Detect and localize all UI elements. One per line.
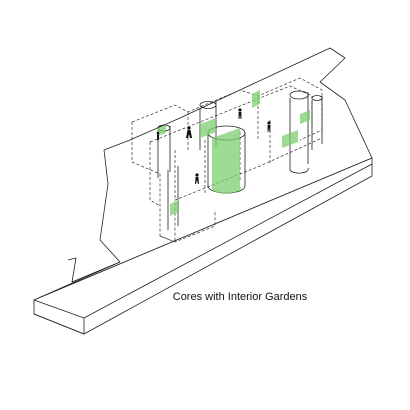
- garden-left-core: [158, 125, 166, 136]
- garden-far-right: [300, 110, 310, 124]
- volume-bottom: [159, 210, 216, 243]
- slab-side-edge: [83, 163, 373, 319]
- volume-cross-1: [174, 120, 271, 200]
- garden-right: [282, 130, 298, 148]
- interior-gardens: [158, 90, 310, 216]
- garden-upper-left: [200, 118, 216, 138]
- core-far-right: [311, 95, 323, 150]
- slab-edge: [33, 299, 85, 335]
- base-slab: [33, 47, 373, 335]
- garden-top: [252, 90, 260, 108]
- volume-outline-lower: [131, 122, 323, 243]
- person-icon-2: [238, 108, 242, 119]
- core-lower-left: [167, 166, 179, 230]
- person-icon-1: [186, 126, 192, 138]
- garden-central: [212, 128, 242, 194]
- person-icon-5: [156, 131, 160, 140]
- person-icon-4: [195, 173, 199, 184]
- garden-lower-left: [170, 200, 178, 216]
- human-figures: [156, 108, 271, 184]
- person-icon-3: [267, 121, 271, 132]
- slab-front-face: [33, 157, 373, 335]
- slab-cliff: [67, 257, 121, 283]
- diagram-caption: Cores with Interior Gardens: [172, 291, 308, 303]
